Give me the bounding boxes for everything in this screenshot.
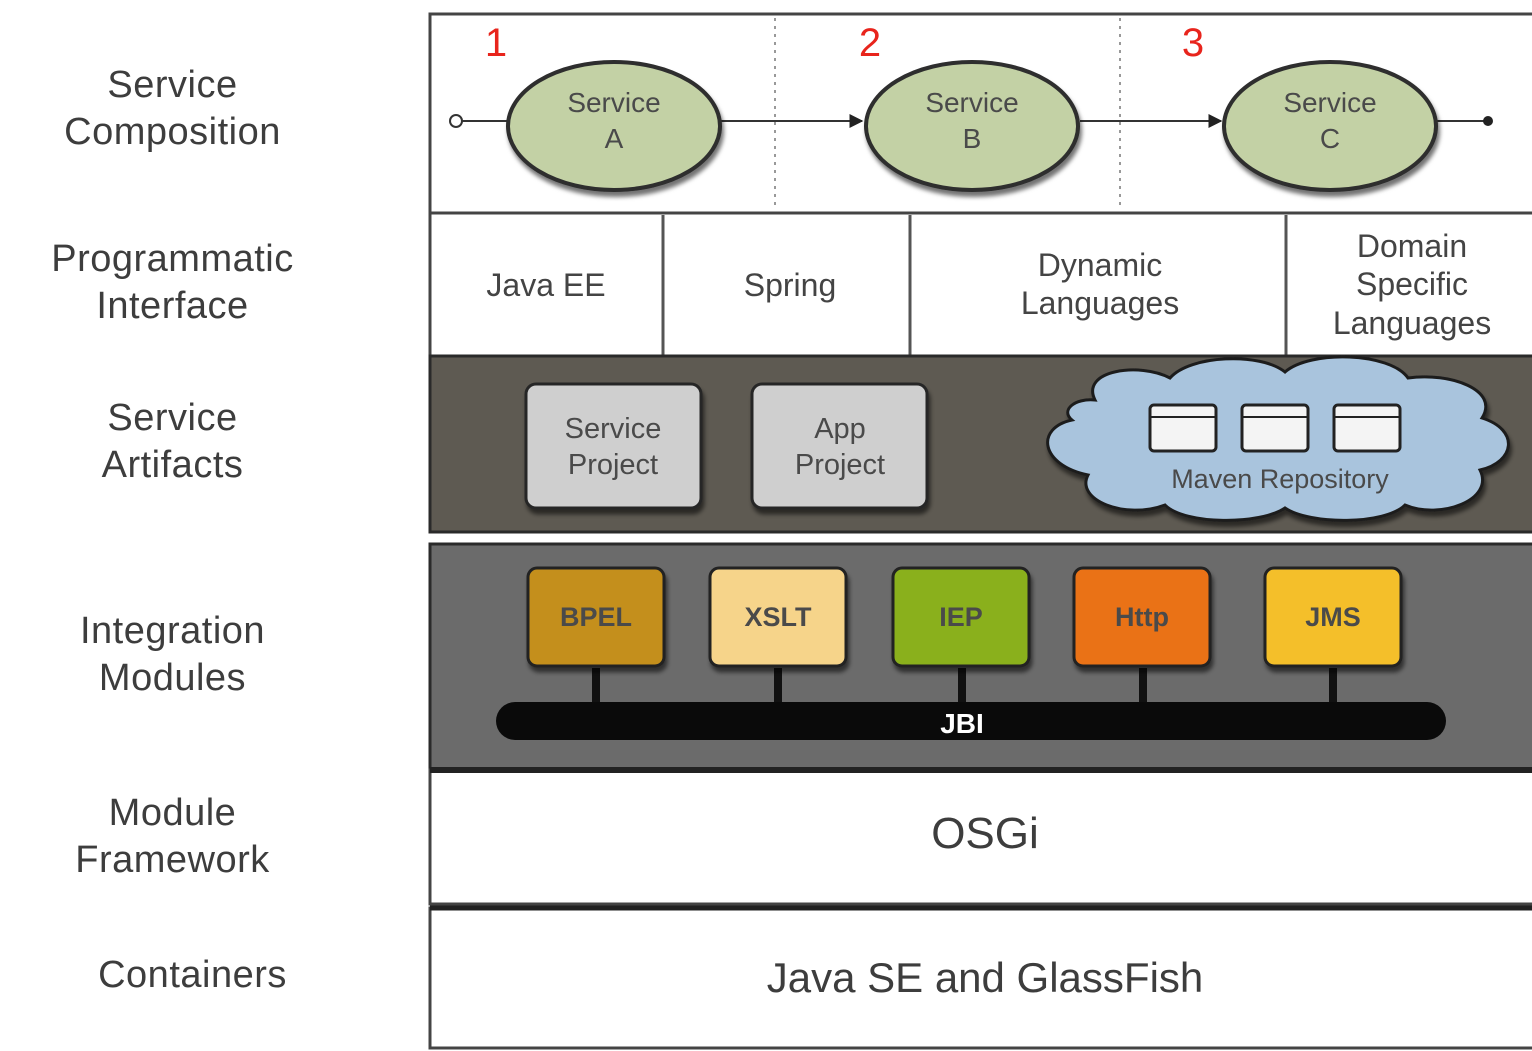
- layer-label-line: Integration: [79, 610, 266, 652]
- layer-label-line: Composition: [64, 111, 281, 153]
- database-icon: [1148, 403, 1218, 453]
- layer-label-line: Module: [108, 792, 237, 834]
- service-b-node: Service B: [864, 60, 1080, 192]
- layer-label-line: Programmatic: [51, 238, 294, 280]
- start-node: [449, 114, 463, 128]
- layer-label-line: Containers: [98, 954, 287, 996]
- integration-modules-layer: BPEL XSLT IEP Http JMS JBI: [428, 542, 1532, 772]
- step-number: 2: [859, 21, 881, 65]
- service-c-letter: C: [1320, 123, 1340, 154]
- dsl-label: Languages: [1333, 305, 1491, 341]
- jms-module: JMS: [1263, 566, 1403, 668]
- bpel-module: BPEL: [526, 566, 666, 668]
- maven-repository-label: Maven Repository: [1171, 464, 1389, 494]
- service-a-letter: A: [605, 123, 624, 154]
- service-a-label: Service: [567, 87, 660, 118]
- maven-repository-cloud: Maven Repository: [1046, 355, 1510, 522]
- dsl-label: Specific: [1356, 266, 1468, 302]
- programmatic-interface-layer: Java EE Spring Dynamic Languages Domain …: [428, 211, 1532, 358]
- http-module: Http: [1072, 566, 1212, 668]
- layer-label-line: Service: [107, 397, 238, 439]
- layer-label-line: Artifacts: [101, 444, 244, 486]
- app-project-label: Project: [795, 449, 885, 481]
- layer-label-programmatic-interface: Programmatic Interface: [0, 236, 345, 330]
- service-a-node: Service A: [506, 60, 722, 192]
- xslt-label: XSLT: [745, 602, 813, 632]
- service-b-letter: B: [963, 123, 982, 154]
- xslt-module: XSLT: [708, 566, 848, 668]
- java-ee-label: Java EE: [486, 267, 605, 303]
- service-c-label: Service: [1283, 87, 1376, 118]
- http-label: Http: [1115, 602, 1169, 632]
- service-project-box: Service Project: [524, 382, 703, 510]
- step-number: 3: [1182, 21, 1204, 65]
- jbi-bus: JBI: [496, 702, 1446, 740]
- osgi-label: OSGi: [931, 809, 1039, 858]
- service-project-label: Service: [565, 413, 662, 445]
- service-artifacts-layer: Service Project App Project: [428, 354, 1532, 534]
- layer-label-line: Interface: [96, 285, 249, 327]
- app-project-label: App: [814, 413, 866, 445]
- database-icon: [1240, 403, 1310, 453]
- containers-layer: Java SE and GlassFish: [428, 905, 1532, 1050]
- service-project-label: Project: [568, 449, 658, 481]
- spring-label: Spring: [744, 267, 837, 303]
- bpel-label: BPEL: [560, 602, 632, 632]
- app-project-box: App Project: [750, 382, 929, 510]
- layer-label-line: Framework: [75, 839, 270, 881]
- dynamic-languages-label: Dynamic: [1038, 247, 1162, 283]
- java-se-glassfish-label: Java SE and GlassFish: [767, 954, 1204, 1001]
- jms-label: JMS: [1305, 602, 1361, 632]
- layer-label-module-framework: Module Framework: [0, 790, 345, 884]
- layer-label-line: Modules: [98, 657, 247, 699]
- module-framework-layer: OSGi: [428, 767, 1532, 906]
- layer-label-containers: Containers: [20, 952, 365, 999]
- layer-label-line: Service: [107, 64, 238, 106]
- layer-label-service-artifacts: Service Artifacts: [0, 395, 345, 489]
- step-number: 1: [485, 21, 507, 65]
- layer-label-service-composition: Service Composition: [0, 62, 345, 156]
- iep-module: IEP: [891, 566, 1031, 668]
- database-icon: [1332, 403, 1402, 453]
- service-c-node: Service C: [1222, 60, 1438, 192]
- end-node: [1483, 116, 1493, 126]
- dsl-label: Domain: [1357, 228, 1467, 264]
- layer-label-integration-modules: Integration Modules: [0, 608, 345, 702]
- service-composition-layer: 1 2 3 Service A Service B Se: [428, 12, 1532, 215]
- jbi-label: JBI: [940, 708, 984, 739]
- iep-label: IEP: [939, 602, 983, 632]
- service-b-label: Service: [925, 87, 1018, 118]
- dynamic-languages-label: Languages: [1021, 285, 1179, 321]
